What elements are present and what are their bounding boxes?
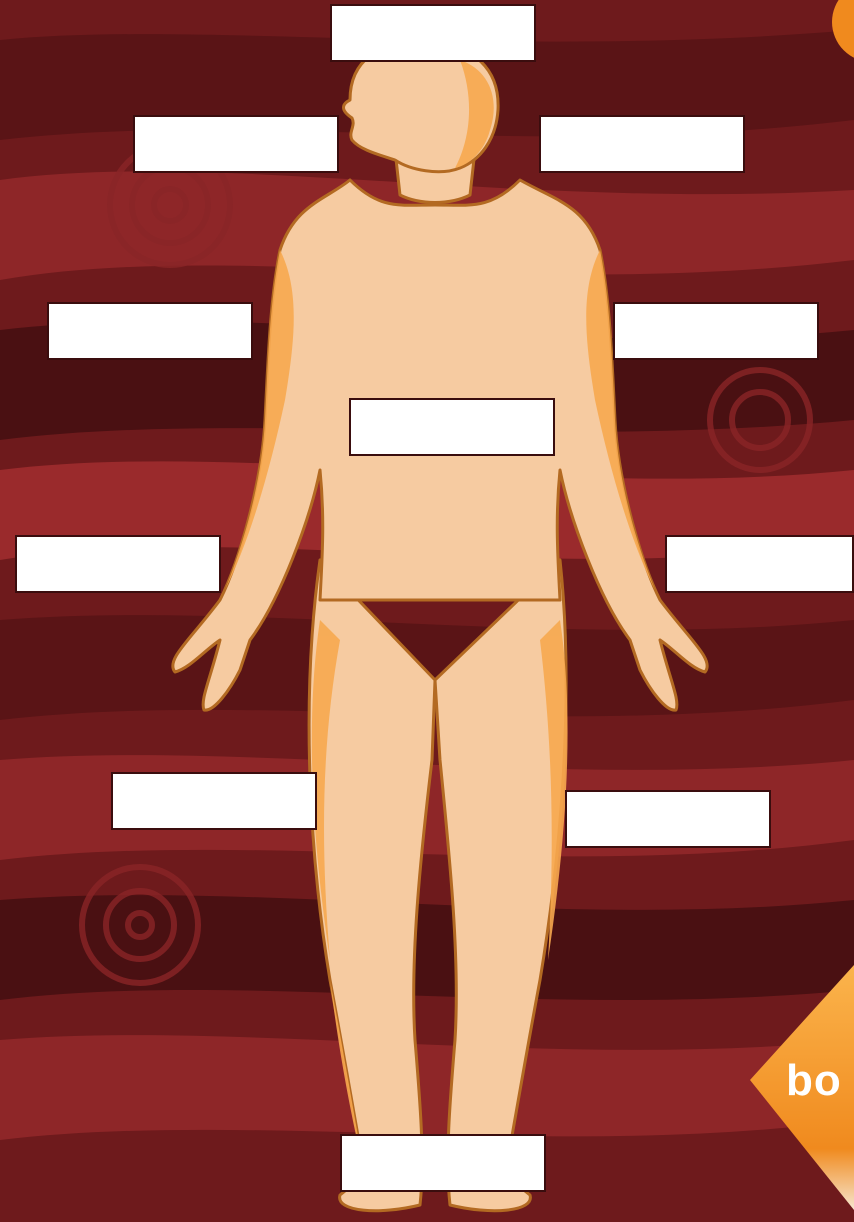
label-box-top-head[interactable] bbox=[330, 4, 536, 62]
label-box-upper-left[interactable] bbox=[133, 115, 339, 173]
label-box-upper-right[interactable] bbox=[539, 115, 745, 173]
label-box-chest-center[interactable] bbox=[349, 398, 555, 456]
label-box-feet[interactable] bbox=[340, 1134, 546, 1192]
label-box-thigh-left[interactable] bbox=[111, 772, 317, 830]
logo-text: bo bbox=[786, 1056, 842, 1106]
label-box-hand-left[interactable] bbox=[15, 535, 221, 593]
label-box-shoulder-right[interactable] bbox=[613, 302, 819, 360]
label-box-hand-right[interactable] bbox=[665, 535, 854, 593]
label-box-knee-right[interactable] bbox=[565, 790, 771, 848]
label-box-shoulder-left[interactable] bbox=[47, 302, 253, 360]
